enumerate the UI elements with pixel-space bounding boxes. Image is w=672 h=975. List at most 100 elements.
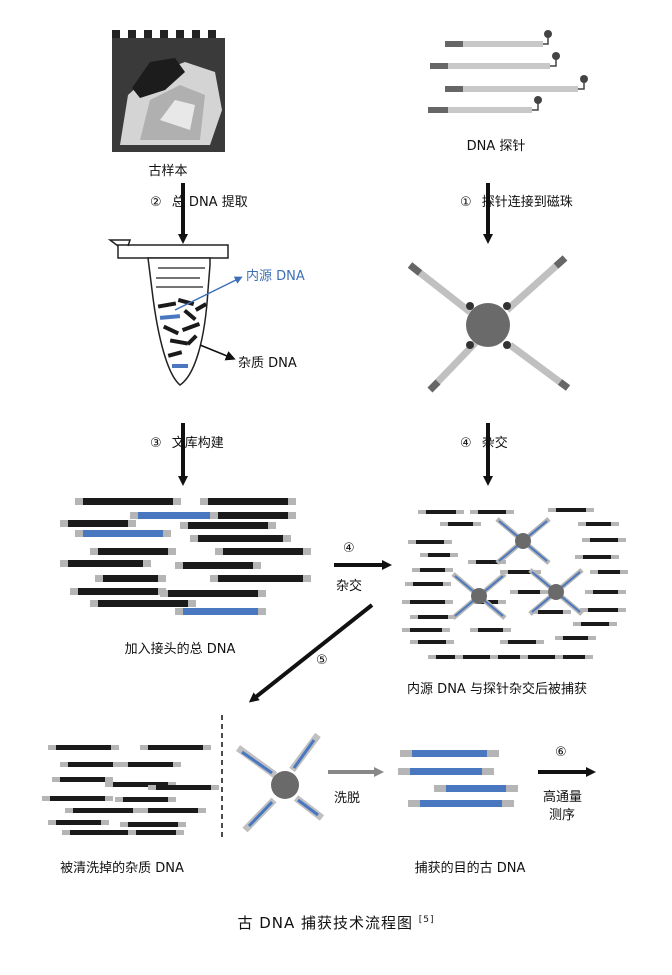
step6-text-line1: 高通量 xyxy=(543,790,583,805)
dna-fragment-segment xyxy=(418,615,448,619)
dna-fragment-segment xyxy=(556,508,586,512)
captured-strand xyxy=(561,571,581,588)
dna-fragment-segment xyxy=(598,570,620,574)
dna-fragment-segment xyxy=(578,522,586,526)
hybridization-mix xyxy=(402,508,628,659)
step2-number: ② xyxy=(150,195,162,210)
dna-fragment-segment xyxy=(283,535,291,542)
dna-fragment-segment xyxy=(148,808,198,813)
label-probe: DNA 探针 xyxy=(466,139,526,154)
captured-strand xyxy=(454,575,474,592)
label-sample: 古样本 xyxy=(148,164,188,179)
dna-fragment-segment xyxy=(158,575,166,582)
captured-strand xyxy=(498,545,518,562)
dna-fragment-segment xyxy=(618,608,626,612)
contaminant-pointer xyxy=(199,344,236,361)
dna-fragment-segment xyxy=(128,762,173,767)
dna-fragment-segment xyxy=(445,600,453,604)
dna-fragment-segment xyxy=(620,570,628,574)
dna-fragment-segment xyxy=(618,590,626,594)
dna-fragment-segment xyxy=(456,510,464,514)
dna-fragment-segment xyxy=(183,562,253,569)
mini-bead xyxy=(548,584,564,600)
dna-fragment-segment xyxy=(510,590,518,594)
dna-fragment-segment xyxy=(258,608,266,615)
dna-fragment-segment xyxy=(590,538,618,542)
dna-fragment-segment xyxy=(420,568,445,572)
dna-fragment-segment xyxy=(70,830,130,835)
dna-fragment-segment xyxy=(50,796,105,801)
dna-fragment-segment xyxy=(253,562,261,569)
dna-fragment-segment xyxy=(128,830,136,835)
dna-fragment-segment xyxy=(416,540,444,544)
dna-fragment-segment xyxy=(123,797,168,802)
dna-fragment-segment xyxy=(473,522,481,526)
dna-fragment-segment xyxy=(203,745,211,750)
dna-fragment-segment xyxy=(120,762,128,767)
dna-probes xyxy=(428,30,588,113)
dna-fragment-segment xyxy=(98,548,168,555)
dna-fragment-segment xyxy=(70,588,78,595)
dna-fragment-segment xyxy=(208,498,288,505)
dna-fragment-segment xyxy=(303,548,311,555)
dna-fragment-segment xyxy=(68,560,143,567)
captured-strand xyxy=(528,545,548,562)
step6-text-line2: 测序 xyxy=(549,808,576,823)
dna-fragment-segment xyxy=(443,582,451,586)
scale-bar xyxy=(112,30,225,38)
dna-fragment-segment xyxy=(575,555,583,559)
dna-fragment-segment xyxy=(420,553,428,557)
dna-fragment-segment xyxy=(611,555,619,559)
dna-fragment-segment xyxy=(223,548,303,555)
dna-fragment-segment xyxy=(148,785,156,790)
dna-fragment-segment xyxy=(218,575,303,582)
dna-fragment-segment xyxy=(428,655,436,659)
mini-bead xyxy=(515,533,531,549)
dna-fragment-segment xyxy=(173,498,181,505)
dna-fragment-segment xyxy=(48,745,56,750)
probe xyxy=(428,96,542,113)
captured-strand xyxy=(531,571,551,588)
washed-contaminants xyxy=(42,745,219,835)
dna-fragment-segment xyxy=(98,600,188,607)
dna-fragment-segment xyxy=(410,600,445,604)
dna-fragment-segment xyxy=(500,640,508,644)
sample-tube xyxy=(107,239,243,386)
dna-fragment-segment xyxy=(188,600,196,607)
probe xyxy=(430,52,560,69)
dna-fragment-segment xyxy=(520,655,528,659)
dna-fragment-segment xyxy=(410,615,418,619)
label-target-dna: 捕获的目的古 DNA xyxy=(414,861,526,876)
dna-fragment-segment xyxy=(555,636,563,640)
dna-fragment-segment xyxy=(83,530,163,537)
dna-fragment-segment xyxy=(528,655,556,659)
dna-fragment-segment xyxy=(585,655,593,659)
dna-fragment-segment xyxy=(536,640,544,644)
dna-fragment-segment xyxy=(52,777,60,782)
dna-fragment-segment xyxy=(506,510,514,514)
dna-fragment-segment xyxy=(60,762,68,767)
endogenous-pointer xyxy=(174,276,243,311)
dna-fragment-segment xyxy=(450,553,458,557)
dna-fragment-segment xyxy=(168,590,258,597)
dna-fragment-segment xyxy=(156,785,211,790)
dna-fragment-segment xyxy=(258,590,266,597)
dna-fragment-segment xyxy=(62,830,70,835)
dna-fragment-segment xyxy=(200,498,208,505)
dna-fragment-segment xyxy=(128,520,136,527)
label-contaminant-dna: 杂质 DNA xyxy=(238,356,297,371)
dna-fragment-segment xyxy=(83,498,173,505)
dna-fragment-segment xyxy=(402,600,410,604)
dna-fragment-segment xyxy=(215,548,223,555)
dna-fragment-segment xyxy=(78,588,158,595)
step1-label: ① 探针连接到磁珠 xyxy=(460,191,573,210)
probe xyxy=(445,30,552,47)
dna-fragment-segment xyxy=(418,640,446,644)
dna-fragment-segment xyxy=(580,608,588,612)
dna-fragment-segment xyxy=(90,548,98,555)
dna-fragment-segment xyxy=(442,628,450,632)
dna-fragment-segment xyxy=(490,655,498,659)
dna-fragment-segment xyxy=(75,530,83,537)
dna-fragment-segment xyxy=(518,590,540,594)
dna-fragment-segment xyxy=(180,522,188,529)
